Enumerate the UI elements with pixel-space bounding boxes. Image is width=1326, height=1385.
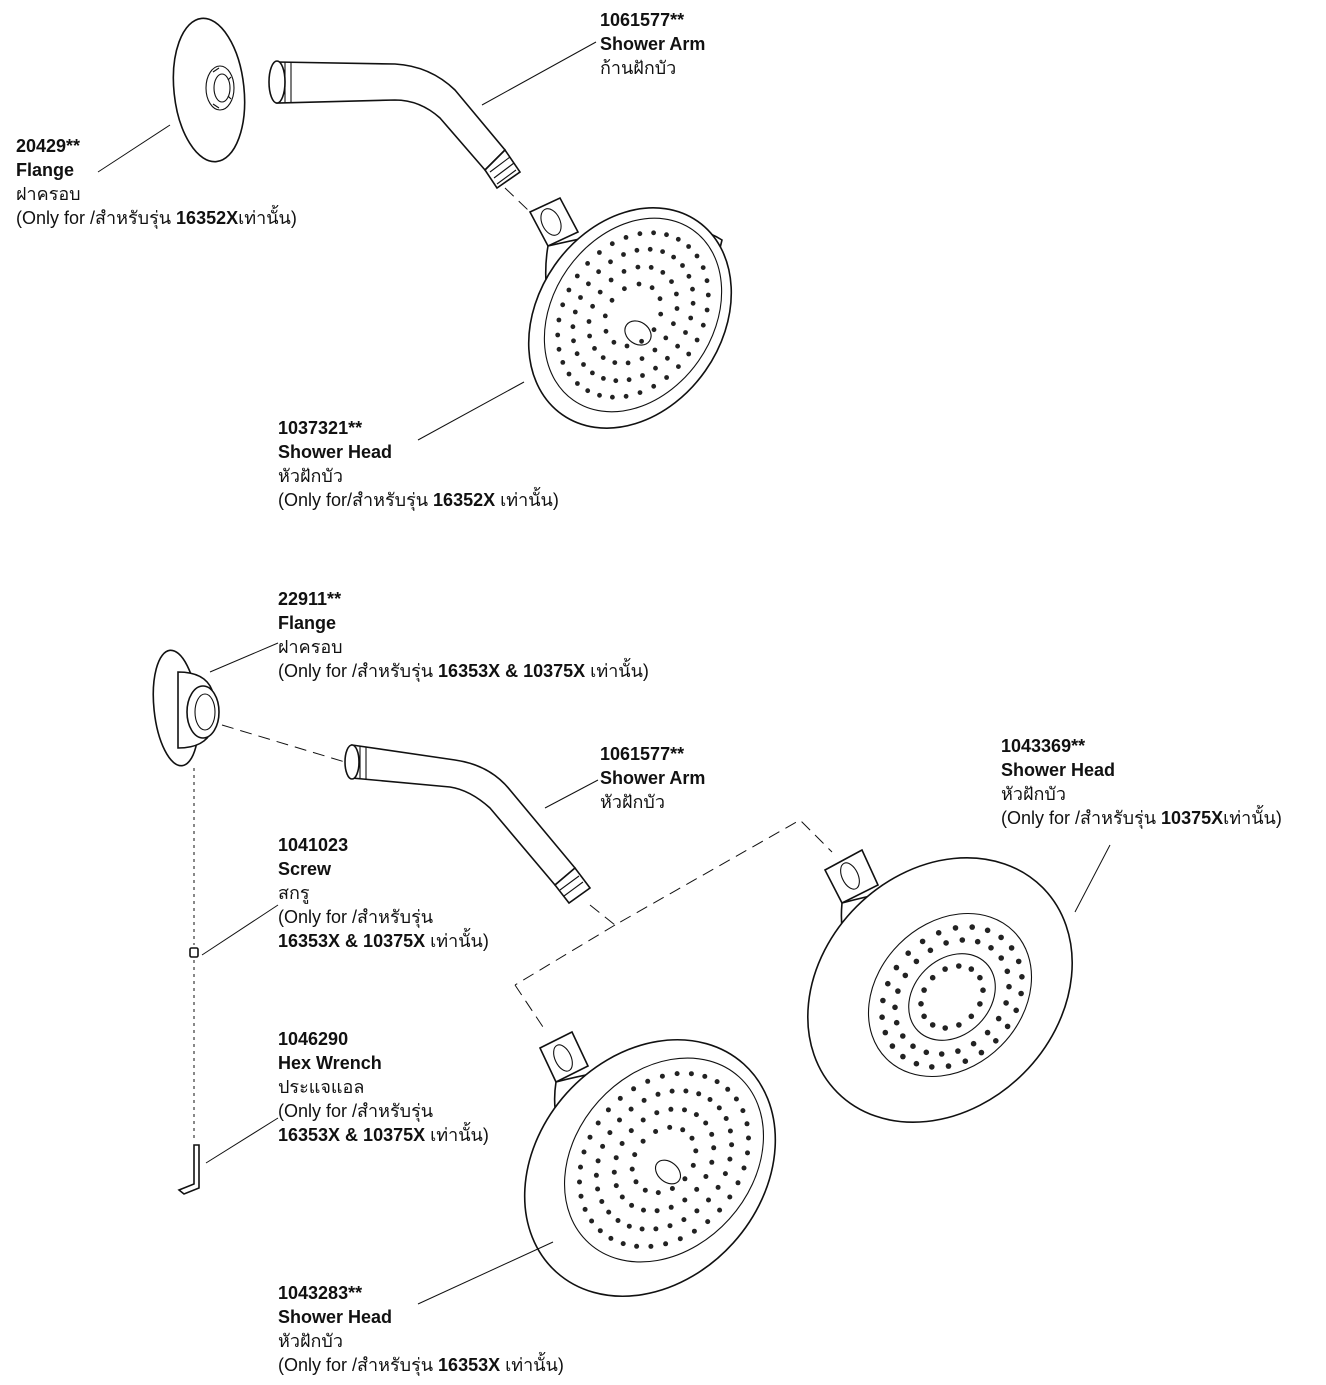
model-note: (Only for /สำหรับรุ่น 10375Xเท่านั้น) bbox=[1001, 808, 1282, 828]
part-name-thai: หัวฝักบัว bbox=[600, 792, 665, 812]
part-number: 22911** bbox=[278, 589, 342, 609]
flange-icon bbox=[172, 17, 246, 163]
part-name: Shower Head bbox=[1001, 760, 1116, 780]
part-name-thai: ก้านฝักบัว bbox=[600, 58, 677, 78]
part-name-thai: ฝาครอบ bbox=[278, 637, 343, 657]
part-number: 1046290 bbox=[278, 1029, 349, 1049]
callout-flange-22911: 22911** Flange ฝาครอบ (Only for /สำหรับร… bbox=[278, 587, 649, 683]
model-note: (Only for /สำหรับรุ่น 16353X เท่านั้น) bbox=[278, 1355, 564, 1375]
part-name-thai: สกรู bbox=[278, 883, 310, 903]
callout-shower-arm-top: 1061577** Shower Arm ก้านฝักบัว bbox=[600, 8, 705, 80]
part-name: Flange bbox=[16, 160, 75, 180]
part-number: 1037321** bbox=[278, 418, 363, 438]
part-number: 1061577** bbox=[600, 744, 685, 764]
part-number: 1041023 bbox=[278, 835, 349, 855]
part-name-thai: หัวฝักบัว bbox=[278, 466, 343, 486]
flange-icon bbox=[152, 649, 220, 767]
hex-wrench-icon bbox=[177, 1144, 200, 1195]
part-number: 1043369** bbox=[1001, 736, 1086, 756]
part-name: Shower Head bbox=[278, 1307, 393, 1327]
callout-shower-head-1037321: 1037321** Shower Head หัวฝักบัว (Only fo… bbox=[278, 416, 559, 512]
model-note: 16353X & 10375X เท่านั้น) bbox=[278, 931, 489, 951]
callout-shower-arm-bottom: 1061577** Shower Arm หัวฝักบัว bbox=[600, 742, 705, 814]
part-name: Hex Wrench bbox=[278, 1053, 382, 1073]
part-name-thai: หัวฝักบัว bbox=[1001, 784, 1066, 804]
callout-hex-wrench-1046290: 1046290 Hex Wrench ประแจแอล (Only for /ส… bbox=[278, 1027, 489, 1147]
part-name: Shower Head bbox=[278, 442, 393, 462]
shower-arm-icon bbox=[344, 744, 592, 905]
part-name: Shower Arm bbox=[600, 768, 706, 788]
part-name: Screw bbox=[278, 859, 332, 879]
model-note: (Only for /สำหรับรุ่น 16352Xเท่านั้น) bbox=[16, 208, 297, 228]
part-number: 1061577** bbox=[600, 10, 685, 30]
part-name: Flange bbox=[278, 613, 337, 633]
part-name-thai: ฝาครอบ bbox=[16, 184, 81, 204]
model-note: (Only for/สำหรับรุ่น 16352X เท่านั้น) bbox=[278, 490, 559, 510]
model-note: 16353X & 10375X เท่านั้น) bbox=[278, 1125, 489, 1145]
shower-head-icon bbox=[523, 1030, 777, 1298]
part-number: 1043283** bbox=[278, 1283, 363, 1303]
shower-arm-icon bbox=[268, 60, 522, 190]
shower-head-icon bbox=[807, 848, 1073, 1123]
screw-icon bbox=[189, 947, 199, 958]
model-note-line1: (Only for /สำหรับรุ่น bbox=[278, 1101, 434, 1121]
part-name: Shower Arm bbox=[600, 34, 706, 54]
shower-head-icon bbox=[527, 196, 733, 429]
model-note: (Only for /สำหรับรุ่น 16353X & 10375X เท… bbox=[278, 661, 649, 681]
callout-flange-20429: 20429** Flange ฝาครอบ (Only for /สำหรับร… bbox=[16, 134, 297, 230]
model-note-line1: (Only for /สำหรับรุ่น bbox=[278, 907, 434, 927]
callout-shower-head-1043283: 1043283** Shower Head หัวฝักบัว (Only fo… bbox=[278, 1281, 564, 1377]
part-number: 20429** bbox=[16, 136, 81, 156]
part-name-thai: หัวฝักบัว bbox=[278, 1331, 343, 1351]
part-name-thai: ประแจแอล bbox=[278, 1077, 365, 1097]
callout-shower-head-1043369: 1043369** Shower Head หัวฝักบัว (Only fo… bbox=[1001, 734, 1282, 830]
callout-screw-1041023: 1041023 Screw สกรู (Only for /สำหรับรุ่น… bbox=[278, 833, 489, 953]
